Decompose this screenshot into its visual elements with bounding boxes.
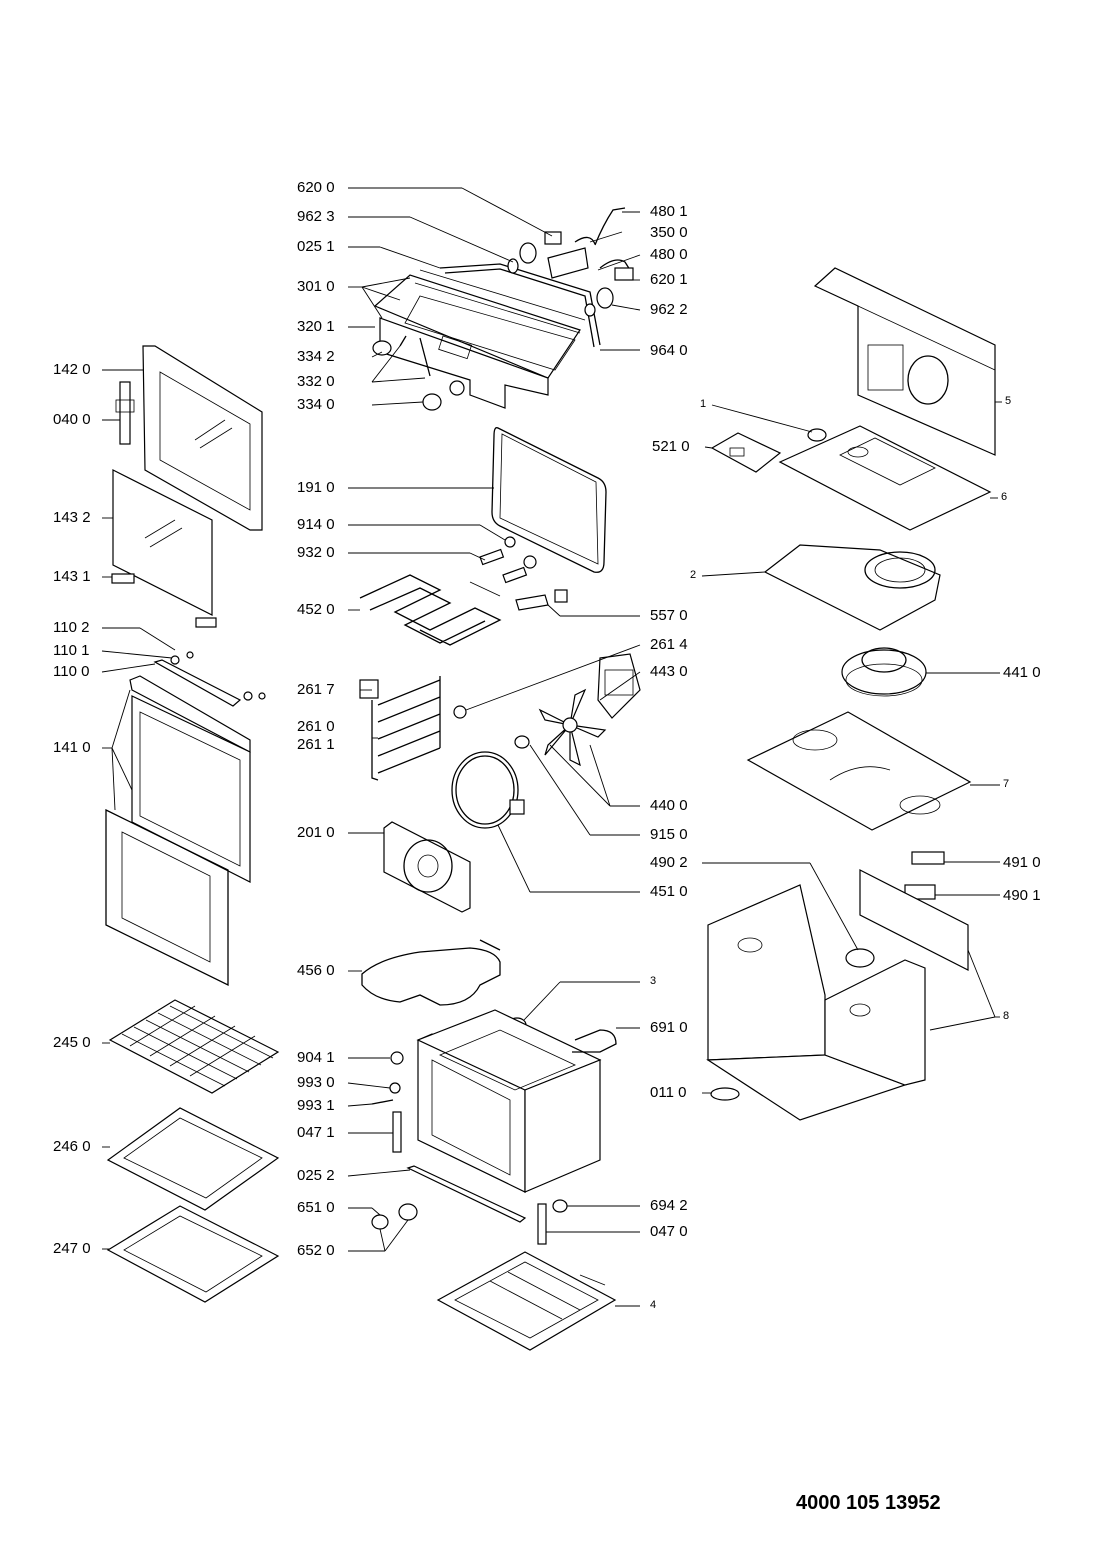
part-label-350-0: 350 0 [650,224,688,241]
document-number: 4000 105 13952 [796,1492,941,1514]
part-label-4: 4 [650,1299,657,1311]
part-label-480-1: 480 1 [650,203,688,220]
part-label-025-2: 025 2 [297,1167,335,1184]
part-label-620-0: 620 0 [297,179,335,196]
part-label-5: 5 [1005,395,1012,407]
part-label-261-4: 261 4 [650,636,688,653]
part-label-110-1: 110 1 [53,642,90,659]
part-label-2: 2 [690,569,697,581]
part-label-201-0: 201 0 [297,824,335,841]
part-label-480-0: 480 0 [650,246,688,263]
part-label-334-0: 334 0 [297,396,335,413]
part-label-6: 6 [1001,491,1008,503]
part-label-191-0: 191 0 [297,479,335,496]
part-label-3: 3 [650,975,657,987]
part-label-443-0: 443 0 [650,663,688,680]
part-label-452-0: 452 0 [297,601,335,618]
part-label-441-0: 441 0 [1003,664,1041,681]
part-label-932-0: 932 0 [297,544,335,561]
part-label-993-1: 993 1 [297,1097,335,1114]
part-label-490-2: 490 2 [650,854,688,871]
part-label-993-0: 993 0 [297,1074,335,1091]
part-label-110-0: 110 0 [53,663,90,680]
part-label-040-0: 040 0 [53,411,91,428]
part-label-246-0: 246 0 [53,1138,91,1155]
part-label-557-0: 557 0 [650,607,688,624]
part-label-521-0: 521 0 [652,438,690,455]
part-label-247-0: 247 0 [53,1240,91,1257]
part-label-261-0: 261 0 [297,718,335,735]
part-label-964-0: 964 0 [650,342,688,359]
part-label-8: 8 [1003,1010,1010,1022]
part-label-694-2: 694 2 [650,1197,688,1214]
part-label-261-7: 261 7 [297,681,335,698]
part-label-451-0: 451 0 [650,883,688,900]
cavity-parts [359,427,641,1351]
part-label-691-0: 691 0 [650,1019,688,1036]
part-label-914-0: 914 0 [297,516,335,533]
part-label-1: 1 [700,398,707,410]
part-label-332-0: 332 0 [297,373,335,390]
part-label-047-1: 047 1 [297,1124,335,1141]
part-label-142-0: 142 0 [53,361,91,378]
part-label-962-2: 962 2 [650,301,688,318]
part-label-491-0: 491 0 [1003,854,1041,871]
part-label-245-0: 245 0 [53,1034,91,1051]
part-label-143-1: 143 1 [53,568,91,585]
part-label-620-1: 620 1 [650,271,688,288]
door-assembly [105,345,266,987]
part-label-320-1: 320 1 [297,318,335,335]
part-label-456-0: 456 0 [297,962,335,979]
part-label-025-1: 025 1 [297,238,335,255]
part-label-143-2: 143 2 [53,509,91,526]
part-label-141-0: 141 0 [53,739,91,756]
part-label-915-0: 915 0 [650,826,688,843]
part-label-7: 7 [1003,778,1010,790]
part-label-334-2: 334 2 [297,348,335,365]
racks-and-trays [106,999,280,1303]
part-label-651-0: 651 0 [297,1199,335,1216]
part-label-301-0: 301 0 [297,278,335,295]
leader-lines [101,187,1002,1307]
part-label-962-3: 962 3 [297,208,335,225]
part-label-011-0: 011 0 [650,1084,687,1101]
outer-casing-parts [706,267,996,1121]
part-label-047-0: 047 0 [650,1223,688,1240]
part-label-261-1: 261 1 [297,736,335,753]
part-label-904-1: 904 1 [297,1049,335,1066]
part-label-110-2: 110 2 [53,619,90,636]
control-panel-assembly [372,207,634,411]
part-label-440-0: 440 0 [650,797,688,814]
part-label-490-1: 490 1 [1003,887,1041,904]
part-label-652-0: 652 0 [297,1242,335,1259]
